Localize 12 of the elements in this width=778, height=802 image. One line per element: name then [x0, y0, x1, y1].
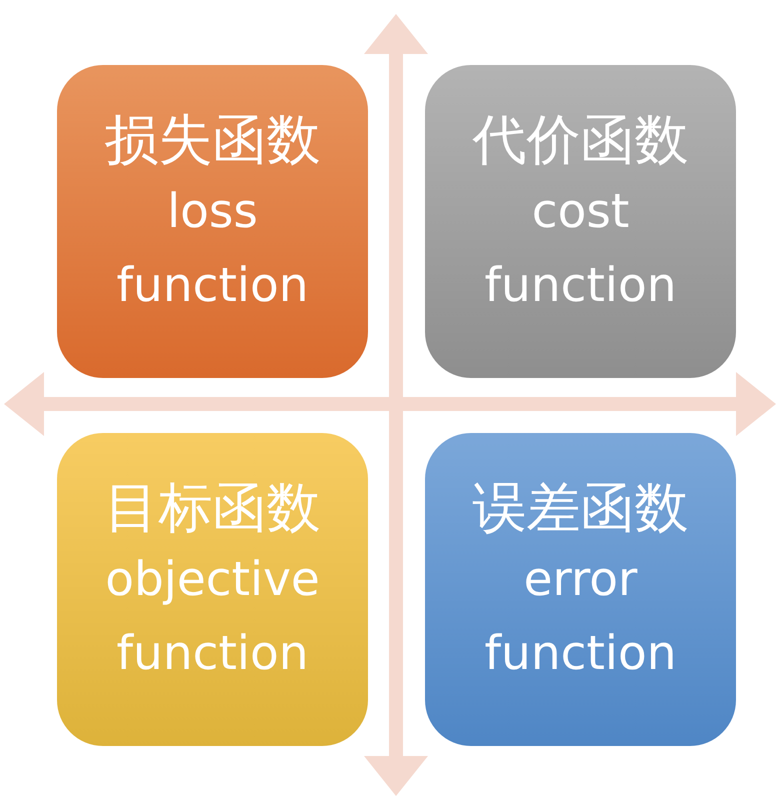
box-title: 代价函数	[472, 107, 688, 173]
box-title: 误差函数	[472, 475, 688, 541]
box-subtitle: loss function	[116, 183, 308, 315]
rounded-box	[425, 65, 736, 378]
box-subtitle: objective function	[105, 551, 320, 683]
rounded-box	[57, 433, 368, 746]
box-title: 损失函数	[104, 107, 320, 173]
rounded-box	[425, 433, 736, 746]
rounded-box	[57, 65, 368, 378]
box-subtitle: error function	[484, 551, 676, 683]
box-title: 目标函数	[104, 475, 320, 541]
box-subtitle: cost function	[484, 183, 676, 315]
